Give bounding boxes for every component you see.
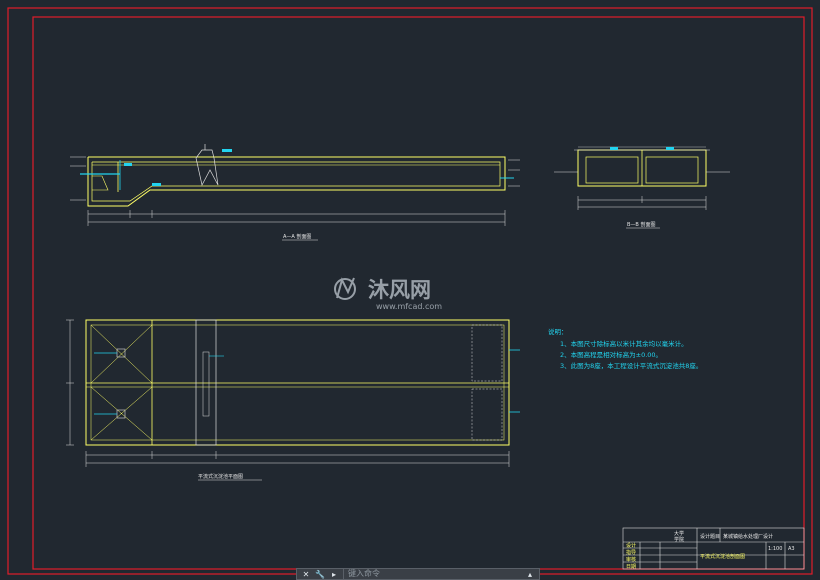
notes-line-1: 1、本图尺寸除标高以米计其余均以毫米计。	[560, 339, 688, 348]
section-aa-tag-2	[222, 149, 232, 152]
plan-hopper-left-bottom	[90, 386, 153, 441]
plan-view	[66, 319, 520, 481]
title-project-name: 某城镇给水处理厂设计	[723, 533, 773, 540]
section-aa-hopper	[92, 175, 109, 191]
notes-block: 说明： 1、本图尺寸除标高以米计其余均以毫米计。 2、本图高程是相对标高为±0.…	[548, 327, 702, 370]
plan-outlet-channel-bottom	[471, 388, 503, 441]
section-aa-elevation-marks	[70, 156, 520, 201]
title-row-3: 审核	[626, 556, 636, 563]
notes-line-2: 2、本图高程是相对标高为±0.00。	[560, 350, 662, 359]
watermark-brand: 沐风网	[368, 278, 431, 302]
title-scale: 1:100	[768, 546, 782, 552]
watermark-url: www.mfcad.com	[376, 302, 442, 311]
command-line-bar: ✕ 🔧 ▸ 键入命令 ▴	[296, 568, 540, 580]
section-bb-dimensions	[577, 196, 707, 210]
wrench-icon[interactable]: 🔧	[315, 569, 325, 579]
title-sheet: A3	[788, 546, 795, 552]
section-bb-title: B—B 剖面图	[627, 221, 655, 228]
title-row-2: 指导	[626, 549, 636, 556]
section-aa-scraper	[195, 149, 219, 186]
section-bb-tag-1	[610, 147, 618, 150]
section-bb-cell-left	[585, 156, 639, 184]
plan-scraper-bridge	[195, 319, 217, 446]
title-block-frame	[622, 527, 805, 570]
section-bb-tag-2	[666, 147, 674, 150]
plan-title: 平流式沉淀池平面图	[198, 473, 243, 480]
section-bb	[554, 146, 730, 229]
notes-heading: 说明：	[548, 327, 568, 336]
title-row-1: 设计	[626, 542, 636, 549]
plan-dimensions	[66, 319, 510, 467]
section-aa-dimensions	[87, 210, 506, 226]
section-aa-tag-1	[124, 163, 132, 166]
plan-outline	[85, 319, 510, 446]
close-icon[interactable]: ✕	[302, 569, 310, 579]
title-school: 大学	[674, 530, 684, 537]
notes-line-3: 3、此图为8座，本工程设计平流式沉淀池共8座。	[560, 361, 702, 370]
section-aa-outline	[87, 156, 506, 207]
section-aa-title: A—A 剖面图	[283, 233, 311, 240]
plan-sump-top	[116, 348, 126, 358]
title-row-4: 日期	[626, 564, 636, 570]
section-aa-tag-3	[152, 183, 161, 186]
watermark: 沐风网 www.mfcad.com	[334, 277, 442, 311]
chevron-up-icon[interactable]: ▴	[527, 569, 532, 579]
plan-outlet-channel-top	[471, 324, 503, 382]
watermark-logo	[334, 277, 356, 300]
command-input[interactable]: 键入命令	[343, 569, 521, 579]
title-dept: 学院	[674, 536, 684, 543]
section-bb-cell-right	[645, 156, 699, 184]
section-aa	[70, 144, 520, 241]
plan-scraper-drive	[202, 351, 210, 417]
plan-hopper-left-top	[90, 324, 153, 384]
recent-commands-icon[interactable]: ▸	[331, 569, 336, 579]
title-drawing-name: 平流式沉淀池剖面图	[700, 553, 745, 560]
plan-inner	[90, 324, 505, 441]
section-aa-inner	[91, 161, 501, 202]
title-project-label: 设计题目	[700, 533, 720, 540]
title-block	[622, 527, 805, 570]
